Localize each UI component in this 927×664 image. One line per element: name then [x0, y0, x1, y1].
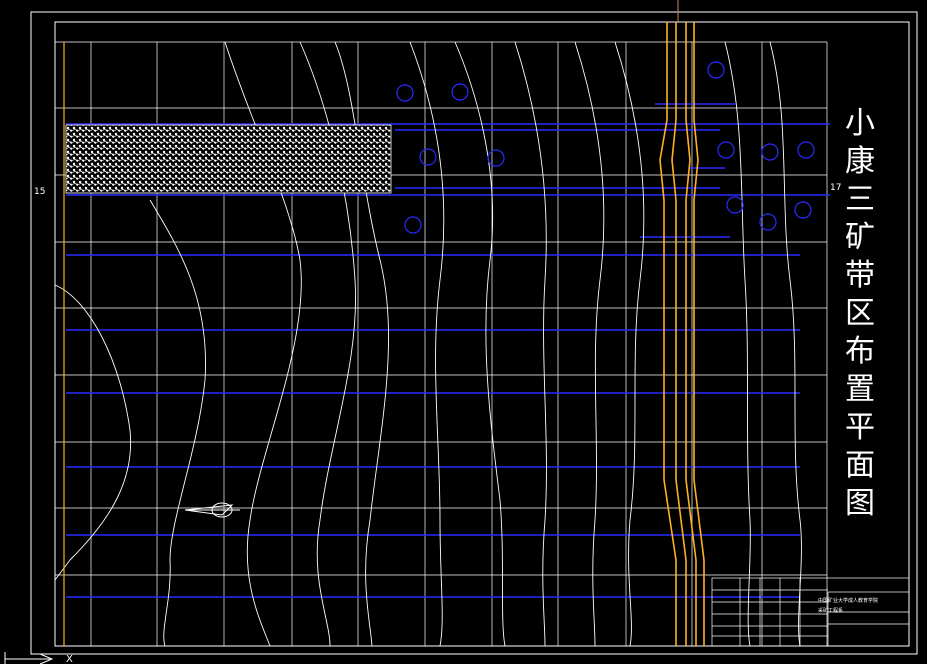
equipment-callouts [396, 61, 815, 234]
drawing-title-char: 三 [845, 182, 875, 217]
ucs-icon [4, 652, 54, 664]
equipment-callout [451, 83, 469, 101]
equipment-callout [797, 141, 815, 159]
contour-line [574, 41, 605, 647]
equipment-callout [717, 141, 735, 159]
equipment-callout [404, 216, 422, 234]
contour-line [409, 41, 445, 647]
title-block-org: 中国矿业大学成人教育学院 [818, 597, 878, 604]
outer-frame [30, 11, 918, 655]
contour-line [769, 41, 802, 647]
contour-line [454, 41, 506, 647]
drawing-title-char: 布 [845, 334, 875, 369]
inner-frame [54, 21, 910, 647]
title-block-dept: 采矿工程系 [818, 607, 843, 614]
drawing-title-char: 康 [845, 144, 875, 179]
equipment-callout [761, 143, 779, 161]
contour-line [514, 41, 547, 647]
drawing-title-char: 面 [845, 448, 875, 483]
equipment-callout [759, 213, 777, 231]
right-marker: 17 [830, 183, 841, 193]
equipment-callout [396, 84, 414, 102]
contour-line [614, 41, 645, 647]
drawing-title-char: 平 [845, 410, 875, 445]
equipment-callout [794, 201, 812, 219]
equipment-callout [726, 196, 744, 214]
drawing-title-char: 区 [845, 296, 875, 331]
fault-zone [659, 22, 705, 646]
drawing-title-char: 带 [845, 258, 875, 293]
contour-line [54, 284, 132, 581]
left-marker: 15 [34, 187, 45, 197]
mined-out-area [65, 124, 392, 194]
north-arrow-icon [184, 502, 240, 518]
equipment-callout [487, 149, 505, 167]
drawing-title-char: 小 [845, 106, 875, 141]
title-block [711, 577, 910, 647]
equipment-callout [707, 61, 725, 79]
ucs-x-label: X [66, 654, 73, 664]
equipment-callout [419, 148, 437, 166]
contour-lines [54, 41, 802, 647]
drawing-title-char: 矿 [845, 220, 875, 255]
contour-line [724, 41, 751, 647]
drawing-title-char: 图 [845, 486, 875, 521]
drawing-title-char: 置 [845, 372, 875, 407]
contour-line [149, 199, 206, 647]
